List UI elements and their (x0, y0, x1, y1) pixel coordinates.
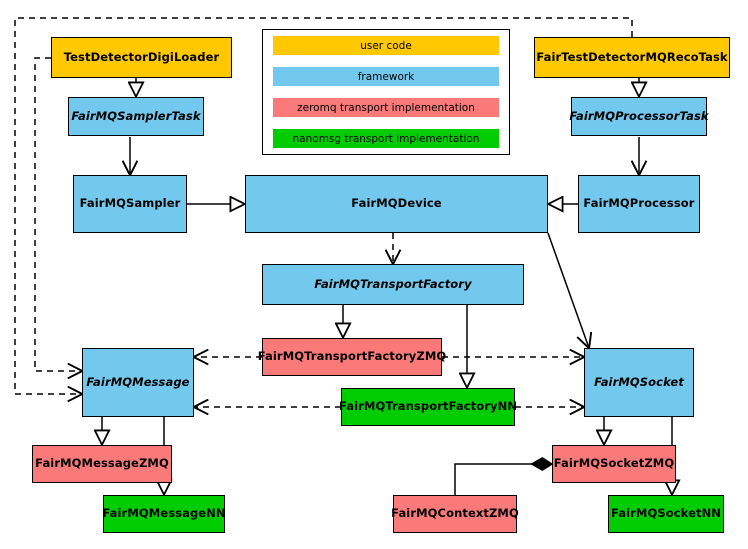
class-box-fair-mq-processor-task[interactable]: FairMQProcessorTask (569, 97, 709, 136)
class-box-fair-mq-transport-factory-nn[interactable]: FairMQTransportFactoryNN (339, 388, 517, 426)
class-box-fair-mq-device[interactable]: FairMQDevice (245, 175, 548, 233)
legend-item-user-code: user code (273, 36, 499, 55)
class-box-fair-mq-socket-zmq[interactable]: FairMQSocketZMQ (552, 445, 676, 483)
class-box-fair-mq-sampler[interactable]: FairMQSampler (73, 175, 187, 233)
legend-item-nanomsg: nanomsg transport implementation (273, 129, 499, 148)
class-box-fair-mq-sampler-task[interactable]: FairMQSamplerTask (68, 97, 204, 136)
class-box-fair-mq-socket-nn[interactable]: FairMQSocketNN (608, 495, 724, 533)
class-box-fair-mq-transport-factory[interactable]: FairMQTransportFactory (262, 264, 524, 305)
edge-device-socket (547, 232, 589, 348)
class-box-test-detector-digi-loader[interactable]: TestDetectorDigiLoader (51, 37, 232, 78)
legend-item-framework: framework (273, 67, 499, 86)
class-box-fair-mq-context-zmq[interactable]: FairMQContextZMQ (391, 495, 519, 533)
class-box-fair-mq-message[interactable]: FairMQMessage (82, 348, 194, 417)
legend-item-zeromq: zeromq transport implementation (273, 98, 499, 117)
class-box-fair-mq-socket[interactable]: FairMQSocket (584, 348, 694, 417)
edge-socketzmq-contextzmq (454, 464, 552, 495)
class-box-fair-mq-message-zmq[interactable]: FairMQMessageZMQ (32, 445, 172, 483)
class-box-fair-mq-message-nn[interactable]: FairMQMessageNN (102, 495, 226, 533)
class-box-fair-mq-transport-factory-zmq[interactable]: FairMQTransportFactoryZMQ (258, 338, 446, 376)
legend: user code framework zeromq transport imp… (262, 29, 510, 155)
class-box-fair-mq-processor[interactable]: FairMQProcessor (578, 175, 700, 233)
class-box-fair-test-detector-mq-reco-task[interactable]: FairTestDetectorMQRecoTask (534, 37, 730, 78)
